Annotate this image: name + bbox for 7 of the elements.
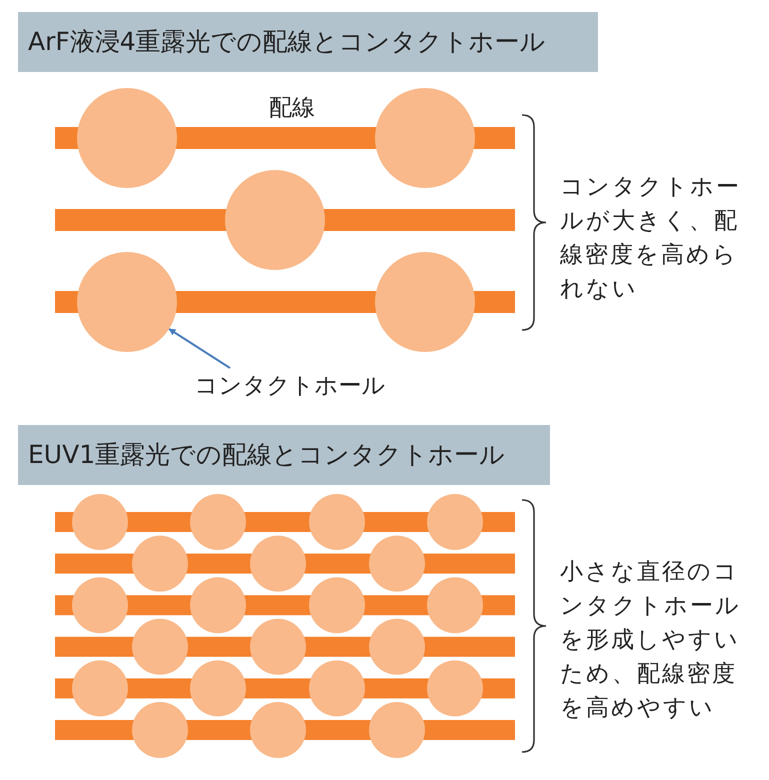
title-bar: EUV1重露光での配線とコンタクトホール [18,425,550,485]
wire-label: 配線 [268,94,316,123]
title-bar: ArF液浸4重露光での配線とコンタクトホール [18,12,598,72]
arrow [168,328,231,369]
note-text: 小さな直径のコンタクトホールを形成しやすいため、配線密度を高めやすい [560,558,742,723]
note-text: コンタクトホールが大きく、配線密度を高められない [560,173,742,304]
callout-label: コンタクトホール [190,368,390,404]
